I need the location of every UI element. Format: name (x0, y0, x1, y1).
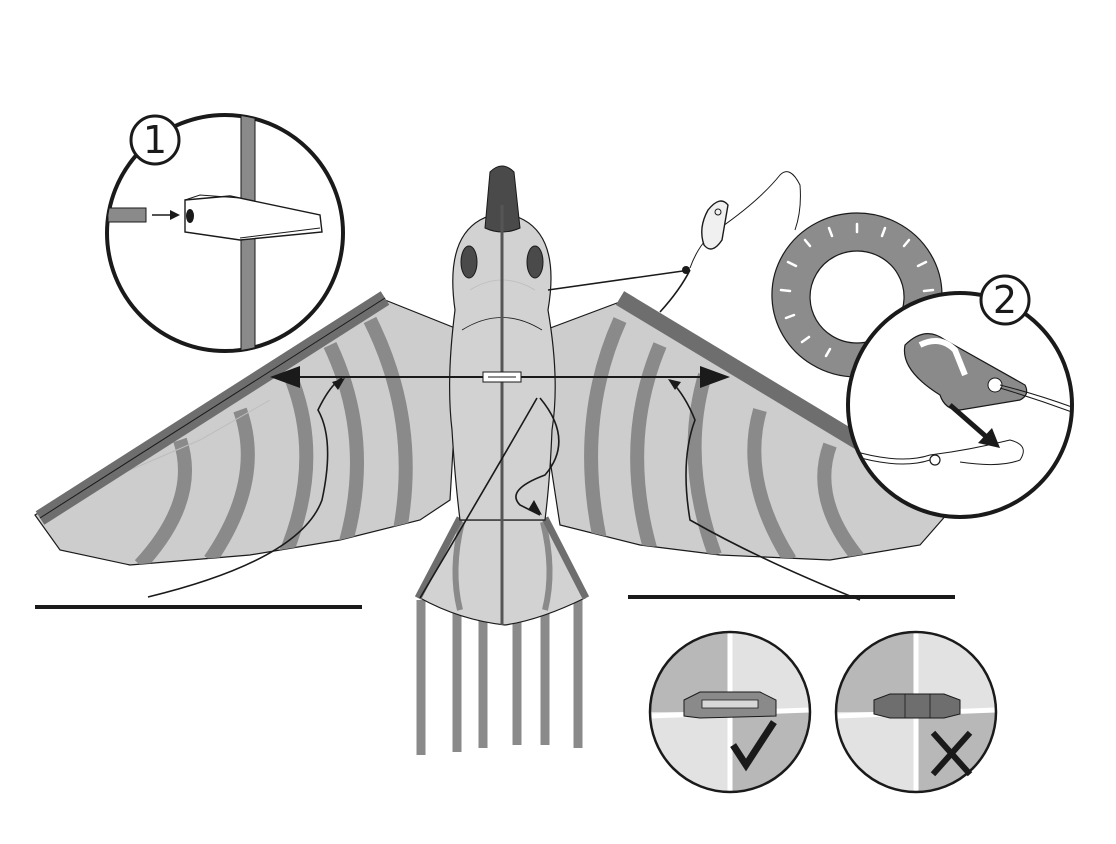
cross-mark-icon (930, 730, 973, 777)
right-eye (526, 245, 544, 279)
left-eye (460, 245, 478, 279)
check-mark-icon (730, 720, 777, 772)
tail-streamers (416, 600, 583, 755)
left-wing (34, 291, 461, 566)
correct-connector-detail (648, 630, 812, 794)
spar-connector (482, 371, 522, 383)
step-1-number: 1 (143, 118, 167, 162)
bridle-lines (147, 269, 861, 601)
callout-step-1: 1 (105, 113, 345, 353)
step-1-badge (129, 114, 181, 166)
beak (484, 165, 521, 233)
callout-step-2: 2 (846, 274, 1074, 519)
step-2-number: 2 (993, 278, 1017, 322)
wrong-connector-detail (834, 630, 998, 794)
step-2-badge (979, 274, 1031, 326)
left-spar-end-arrow (270, 366, 300, 388)
right-spar-end-arrow (700, 366, 730, 388)
line-clip (689, 171, 801, 269)
